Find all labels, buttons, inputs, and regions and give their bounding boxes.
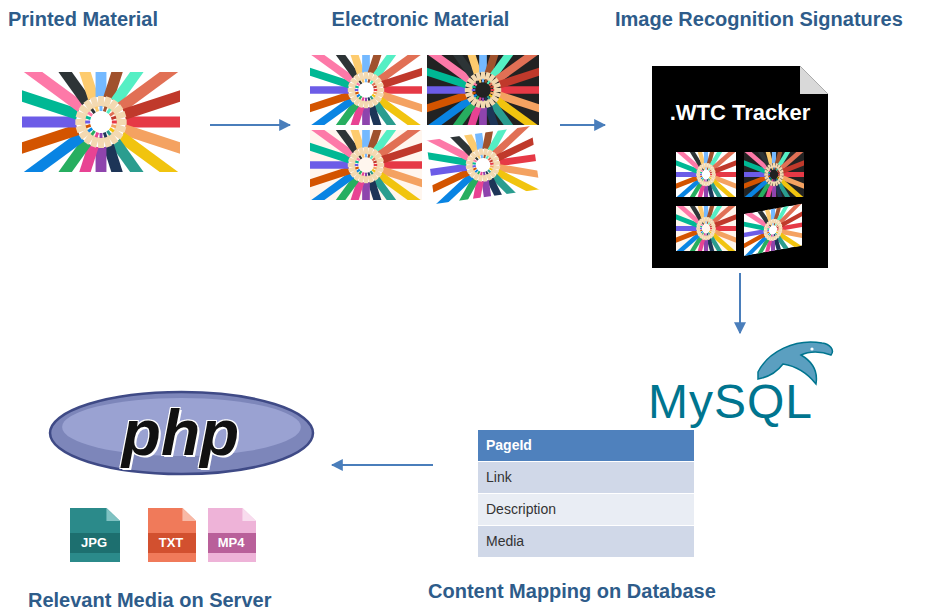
- file-icon: JPG: [70, 508, 120, 562]
- text-slot: Link: [478, 462, 694, 493]
- pencil-thumb: [657, 170, 755, 287]
- file-body: [208, 508, 256, 562]
- pencil-photo-rotated: [386, 71, 580, 260]
- text-slot: Image Recognition Signatures: [615, 5, 903, 33]
- pencil-photo: [386, 71, 580, 260]
- text-slot: Electronic Material: [298, 5, 543, 33]
- file-band: [70, 533, 120, 553]
- step-heading: Image Recognition Signatures: [615, 5, 903, 33]
- table-cell: Media: [478, 526, 694, 557]
- node-label: MySQL: [648, 378, 813, 426]
- label-slot: Relevant Media on Server: [28, 587, 271, 613]
- flow-arrow: [560, 124, 605, 126]
- tracker-step: Image Recognition Signatures .WTC Tracker: [612, 5, 944, 270]
- step-heading: Printed Material: [8, 5, 158, 33]
- file-icon: TXT: [148, 508, 196, 562]
- file-band: [148, 533, 196, 553]
- label-slot: Content Mapping on Database: [428, 578, 716, 604]
- server-ellipse: php: [48, 390, 315, 476]
- image-step: Electronic Material: [298, 5, 545, 205]
- text-slot: Description: [478, 494, 694, 525]
- text-slot: MySQL: [648, 378, 813, 426]
- node-label: .WTC Tracker: [652, 98, 828, 128]
- table-cell: Description: [478, 494, 694, 525]
- file-band: [208, 533, 256, 553]
- node-label: JPG: [70, 533, 118, 553]
- text-slot: JPG: [70, 533, 118, 553]
- flow-arrow: [210, 124, 290, 126]
- file-icon: MP4: [208, 508, 256, 562]
- text-slot: php: [48, 398, 313, 468]
- dolphin-eye: [810, 347, 813, 350]
- node-label: TXT: [148, 533, 194, 553]
- pencil-photo: [0, 0, 229, 252]
- text-slot: PageId: [478, 430, 694, 461]
- text-slot: TXT: [148, 533, 194, 553]
- text-slot: .WTC Tracker: [652, 98, 828, 128]
- text-slot: Media: [478, 526, 694, 557]
- file-fold: [182, 508, 196, 521]
- text-slot: Printed Material: [8, 5, 158, 33]
- node-label: MP4: [208, 533, 254, 553]
- document-fold: [800, 66, 828, 94]
- flow-arrow: [739, 273, 741, 333]
- file-fold: [242, 508, 256, 521]
- node-label: php: [48, 398, 313, 468]
- section-caption: Relevant Media on Server: [28, 587, 271, 613]
- table-cell: PageId: [478, 430, 694, 461]
- file-body: [70, 508, 120, 562]
- text-slot: MP4: [208, 533, 254, 553]
- file-fold: [106, 508, 120, 521]
- database-table: PageIdLinkDescriptionMedia: [478, 430, 696, 558]
- image-step: Printed Material: [5, 5, 205, 177]
- step-heading: Electronic Material: [298, 5, 543, 33]
- section-caption: Content Mapping on Database: [428, 578, 716, 604]
- table-cell: Link: [478, 462, 694, 493]
- database-logo: MySQL: [645, 336, 840, 428]
- file-body: [148, 508, 196, 562]
- flow-arrow: [332, 464, 433, 466]
